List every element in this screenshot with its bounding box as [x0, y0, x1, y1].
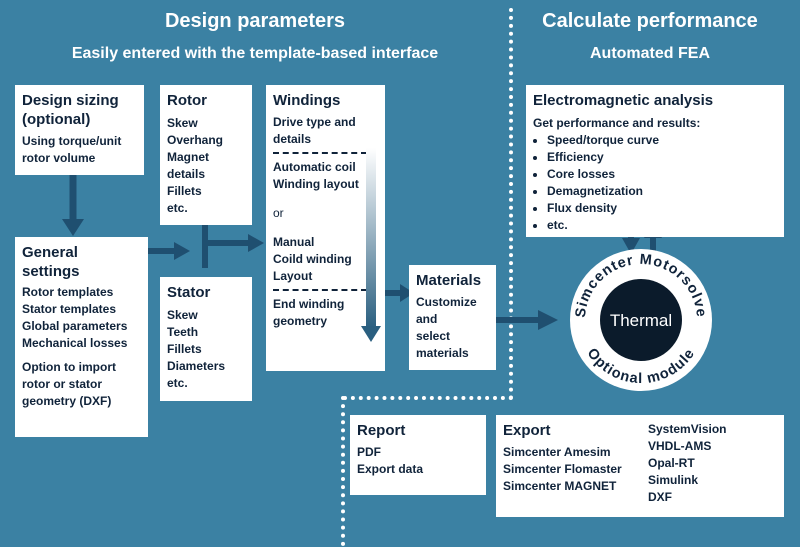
arrow-right-icon	[385, 284, 414, 302]
list-item: Core losses	[547, 166, 777, 183]
list-item: Flux density	[547, 200, 777, 217]
general-settings-line: Mechanical losses	[22, 336, 128, 350]
materials-line: Customize	[416, 295, 477, 309]
general-settings-line: Rotor templates	[22, 285, 114, 299]
em-analysis-bullets: Speed/torque curve Efficiency Core losse…	[533, 132, 777, 234]
rotor-line: Overhang	[167, 133, 224, 147]
general-settings-title: General	[22, 244, 78, 261]
materials-title: Materials	[416, 272, 482, 289]
list-item: Speed/torque curve	[547, 132, 777, 149]
design-sizing-box: Design sizing (optional) Using torque/un…	[15, 85, 144, 175]
thermal-label: Thermal	[610, 311, 672, 330]
stator-line: etc.	[167, 376, 188, 390]
general-settings-box: General settings Rotor templates Stator …	[15, 237, 148, 437]
export-line: VHDL-AMS	[648, 439, 712, 453]
export-line: SystemVision	[648, 422, 727, 436]
stator-line: Fillets	[167, 342, 202, 356]
rotor-line: etc.	[167, 201, 188, 215]
list-item: Demagnetization	[547, 183, 777, 200]
general-settings-line: Global parameters	[22, 319, 128, 333]
rotor-box: Rotor Skew Overhang Magnet details Fille…	[160, 85, 252, 225]
windings-line: details	[273, 132, 312, 146]
materials-line: and	[416, 312, 438, 326]
list-item: Efficiency	[547, 149, 777, 166]
materials-box: Materials Customize and select materials	[409, 265, 496, 370]
windings-divider	[273, 152, 367, 154]
right-header-title: Calculate performance	[542, 10, 758, 32]
em-analysis-box: Electromagnetic analysis Get performance…	[526, 85, 784, 237]
rotor-line: details	[167, 167, 206, 181]
windings-line: Winding layout	[273, 177, 359, 191]
design-sizing-title: (optional)	[22, 111, 91, 128]
stator-line: Skew	[167, 308, 198, 322]
export-line: DXF	[648, 490, 672, 504]
materials-line: select	[416, 329, 451, 343]
em-analysis-intro: Get performance and results:	[533, 116, 701, 130]
export-line: Simcenter MAGNET	[503, 479, 617, 493]
list-item: etc.	[547, 217, 777, 234]
export-box: Export Simcenter Amesim Simcenter Flomas…	[496, 415, 784, 517]
export-title: Export	[503, 422, 551, 439]
rotor-line: Skew	[167, 116, 198, 130]
general-settings-note: geometry (DXF)	[22, 394, 112, 408]
rotor-title: Rotor	[167, 92, 207, 109]
general-settings-title: settings	[22, 263, 80, 280]
general-settings-note: Option to import	[22, 360, 116, 374]
windings-line: geometry	[273, 314, 328, 328]
general-settings-note: rotor or stator	[22, 377, 103, 391]
rotor-line: Magnet	[167, 150, 209, 164]
design-sizing-line: Using torque/unit	[22, 134, 122, 148]
arrow-right-icon	[148, 242, 190, 260]
vertical-separator	[509, 8, 513, 400]
export-line: Simulink	[648, 473, 699, 487]
stator-line: Diameters	[167, 359, 226, 373]
lower-vertical-separator	[341, 396, 345, 546]
design-sizing-line: rotor volume	[22, 151, 96, 165]
windings-box: Windings Drive type and details Automati…	[266, 85, 385, 371]
report-box: Report PDF Export data	[350, 415, 486, 495]
windings-line: Automatic coil	[273, 160, 356, 174]
arrow-right-icon	[202, 224, 264, 268]
em-analysis-title: Electromagnetic analysis	[533, 92, 714, 109]
export-line: Simcenter Amesim	[503, 445, 611, 459]
rotor-line: Fillets	[167, 184, 202, 198]
arrow-right-icon	[496, 310, 558, 330]
thermal-module-badge: Simcenter Motorsolve Optional module The…	[570, 249, 712, 391]
report-title: Report	[357, 422, 406, 439]
windings-or: or	[273, 206, 284, 220]
right-header-subtitle: Automated FEA	[590, 45, 710, 62]
windings-divider	[273, 289, 367, 291]
left-header-title: Design parameters	[164, 10, 346, 32]
design-sizing-title: Design sizing	[22, 92, 119, 109]
horizontal-separator	[343, 396, 513, 400]
windings-line: Manual	[273, 235, 315, 249]
windings-line: Coild winding	[273, 252, 352, 266]
windings-line: Drive type and	[273, 115, 356, 129]
left-header-subtitle: Easily entered with the template-based i…	[71, 45, 439, 62]
stator-title: Stator	[167, 284, 211, 301]
windings-title: Windings	[273, 92, 341, 109]
arrow-down-icon	[62, 175, 84, 236]
stator-box: Stator Skew Teeth Fillets Diameters etc.	[160, 277, 252, 401]
windings-line: End winding	[273, 297, 345, 311]
export-line: Simcenter Flomaster	[503, 462, 622, 476]
windings-line: Layout	[273, 269, 313, 283]
export-line: Opal-RT	[648, 456, 695, 470]
stator-line: Teeth	[167, 325, 199, 339]
materials-line: materials	[416, 346, 469, 360]
report-line: Export data	[357, 462, 424, 476]
report-line: PDF	[357, 445, 381, 459]
general-settings-line: Stator templates	[22, 302, 117, 316]
